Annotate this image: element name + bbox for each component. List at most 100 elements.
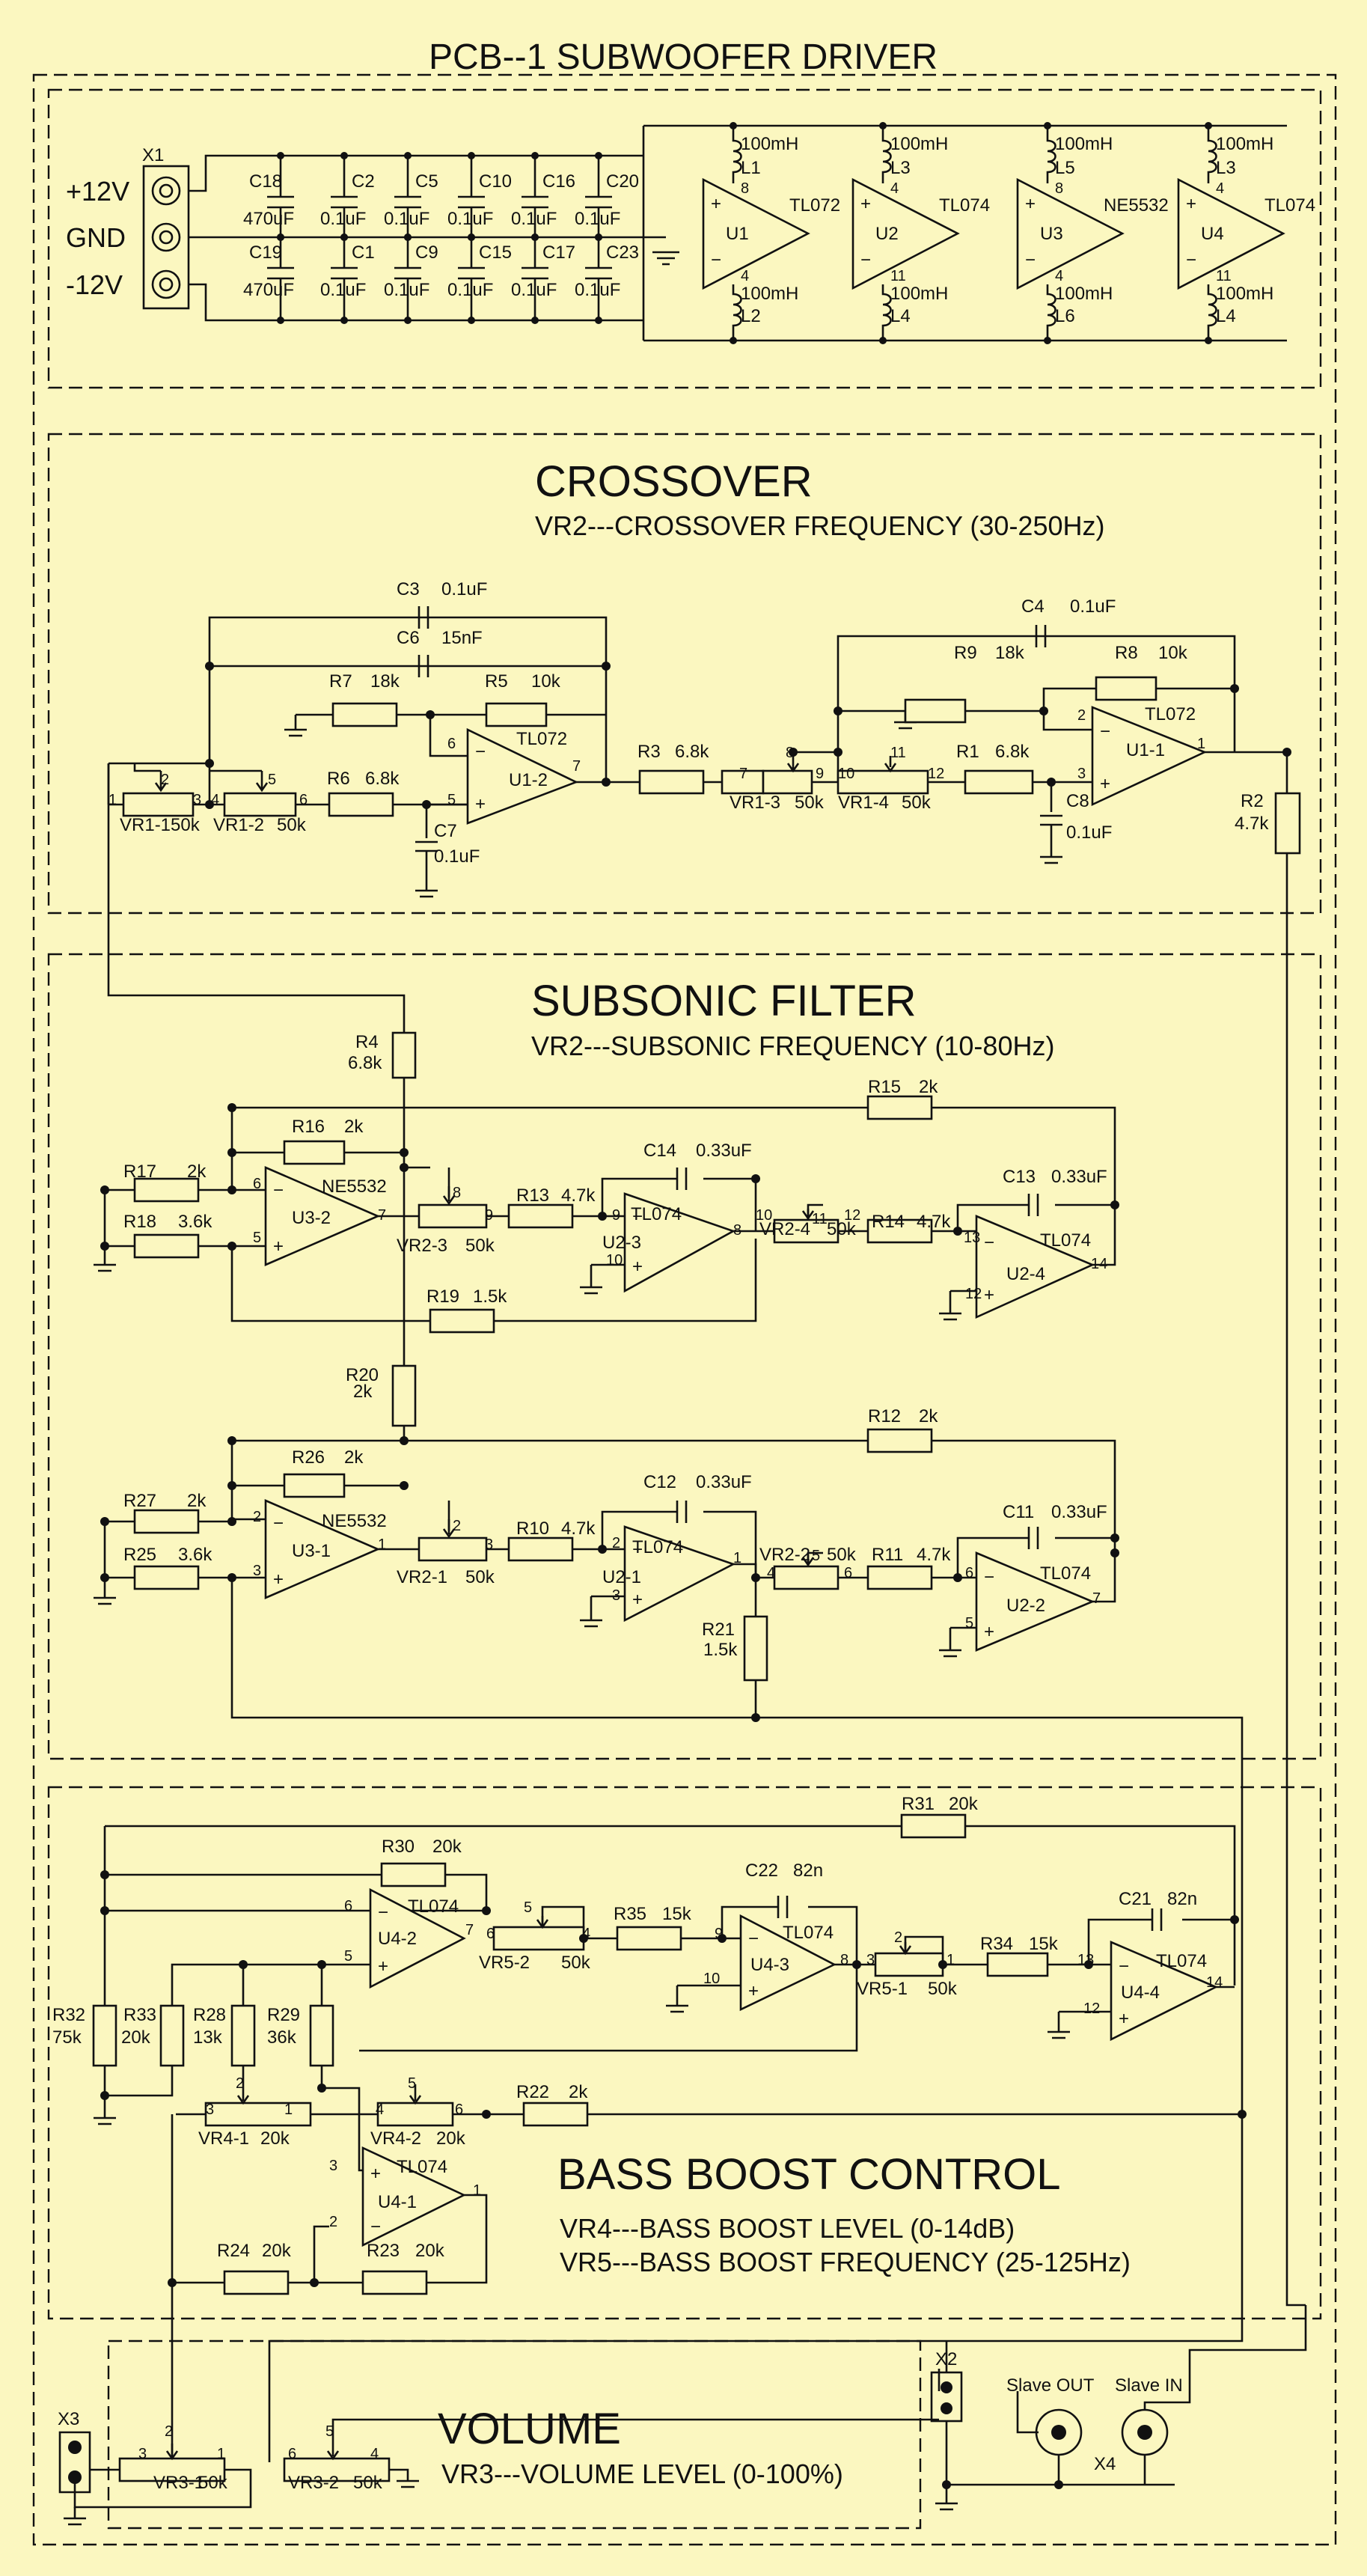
pin-number: 12 bbox=[1083, 2000, 1100, 2017]
component-label: 6.8k bbox=[995, 742, 1030, 762]
capacitor-value: 0.1uF bbox=[575, 209, 620, 229]
terminal-label-gnd: GND bbox=[66, 222, 126, 253]
component-label: 0.1uF bbox=[1070, 596, 1116, 617]
pin-number: 3 bbox=[138, 2446, 147, 2462]
component-label: 6.8k bbox=[675, 742, 709, 762]
component-label: C21 bbox=[1119, 1889, 1152, 1909]
subsonic-heading: SUBSONIC FILTER bbox=[531, 977, 917, 1025]
component-label: R30 bbox=[382, 1837, 415, 1857]
svg-text:−: − bbox=[273, 1180, 284, 1200]
pin-number: 2 bbox=[612, 1535, 620, 1551]
opamp-type: TL074 bbox=[1264, 195, 1315, 216]
component-label: 10k bbox=[1158, 643, 1188, 663]
pin-number: 5 bbox=[812, 1548, 820, 1564]
component-label: VR5-1 bbox=[857, 1979, 908, 1999]
component-label: 50k bbox=[928, 1979, 958, 1999]
pin-number: 6 bbox=[299, 792, 308, 808]
svg-text:+: + bbox=[273, 1569, 284, 1590]
svg-text:+: + bbox=[1100, 774, 1110, 794]
pin-number: 4 bbox=[767, 1565, 775, 1581]
component-label: 3.6k bbox=[178, 1212, 212, 1232]
component-label: 0.33uF bbox=[696, 1141, 752, 1161]
opamp-type: NE5532 bbox=[1104, 195, 1169, 216]
component-label: NE5532 bbox=[322, 1176, 387, 1197]
bass-boost-heading: BASS BOOST CONTROL bbox=[557, 2150, 1061, 2199]
svg-text:+: + bbox=[984, 1622, 994, 1642]
pin-number: 1 bbox=[733, 1550, 741, 1566]
pin-number: 8 bbox=[453, 1185, 461, 1201]
component-label: R2 bbox=[1241, 791, 1264, 811]
capacitor-name: C18 bbox=[249, 171, 282, 192]
component-label: 4.7k bbox=[561, 1185, 596, 1206]
capacitor-value: 0.1uF bbox=[320, 280, 366, 300]
component-label: 20k bbox=[121, 2027, 151, 2048]
pin-number: 1 bbox=[217, 2446, 225, 2462]
component-label: R27 bbox=[123, 1491, 156, 1511]
pin-number: 7 bbox=[378, 1207, 386, 1224]
inductor-value: 100mH bbox=[890, 134, 948, 154]
connector-pin-icon bbox=[68, 2441, 82, 2454]
pin-number: 10 bbox=[703, 1971, 720, 1987]
component-label: NE5532 bbox=[322, 1511, 387, 1531]
svg-text:+: + bbox=[475, 794, 486, 814]
pin-number: 13 bbox=[964, 1230, 980, 1246]
connector-pin-icon bbox=[941, 2381, 952, 2393]
connector-x3-label: X3 bbox=[58, 2409, 79, 2429]
component-label: 0.33uF bbox=[696, 1472, 752, 1492]
inductor-value: 100mH bbox=[1216, 284, 1273, 304]
component-label: R33 bbox=[123, 2005, 156, 2025]
component-label: 15k bbox=[662, 1904, 692, 1924]
component-label: U3-1 bbox=[292, 1541, 331, 1561]
component-label: 4.7k bbox=[561, 1519, 596, 1539]
pin-number: 7 bbox=[1092, 1590, 1101, 1607]
crossover-heading: CROSSOVER bbox=[535, 457, 813, 506]
pin-number: 6 bbox=[288, 2446, 296, 2462]
capacitor-value: 0.1uF bbox=[511, 209, 557, 229]
opamp-name: U3 bbox=[1040, 224, 1063, 244]
subsonic-circuit bbox=[94, 1078, 1244, 2462]
svg-text:+: + bbox=[748, 1981, 759, 2001]
slave-in-label: Slave IN bbox=[1115, 2375, 1183, 2396]
pin-number: 14 bbox=[1091, 1256, 1107, 1272]
capacitor-value: 0.1uF bbox=[447, 209, 493, 229]
svg-text:−: − bbox=[984, 1233, 994, 1253]
capacitor-c1: C10.1uF bbox=[320, 234, 375, 324]
component-label: 82n bbox=[1167, 1889, 1197, 1909]
pin-number: 10 bbox=[606, 1252, 623, 1269]
component-label: C6 bbox=[397, 628, 420, 648]
pin-number: 8 bbox=[733, 1222, 741, 1239]
svg-text:8: 8 bbox=[1055, 180, 1063, 197]
capacitor-name: C17 bbox=[542, 242, 575, 263]
component-label: R22 bbox=[516, 2082, 549, 2102]
component-label: 2k bbox=[344, 1117, 364, 1137]
component-label: 2k bbox=[344, 1447, 364, 1468]
component-label: U4-3 bbox=[750, 1955, 789, 1975]
pin-number: 5 bbox=[325, 2423, 334, 2440]
crossover-description: VR2---CROSSOVER FREQUENCY (30-250Hz) bbox=[535, 510, 1104, 541]
component-label: C4 bbox=[1021, 596, 1045, 617]
component-label: 4.7k bbox=[917, 1545, 951, 1565]
capacitor-value: 0.1uF bbox=[384, 280, 429, 300]
component-label: 0.1uF bbox=[434, 846, 480, 867]
component-label: 4.7k bbox=[917, 1212, 951, 1232]
pin-number: 3 bbox=[206, 2102, 214, 2118]
component-label: TL072 bbox=[1145, 704, 1196, 724]
pin-number: 1 bbox=[284, 2102, 293, 2118]
pin-number: 6 bbox=[253, 1176, 261, 1192]
svg-text:−: − bbox=[748, 1929, 759, 1949]
inductor-value: 100mH bbox=[1055, 134, 1113, 154]
component-label: VR2-3 bbox=[397, 1236, 447, 1256]
power-supply: +12V GND -12V X1 C18470uFC19470uFC20.1uF… bbox=[66, 122, 1315, 344]
pin-number: 1 bbox=[378, 1536, 386, 1553]
pin-number: 2 bbox=[165, 2423, 173, 2440]
pin-number: 7 bbox=[465, 1922, 474, 1938]
component-label: 10k bbox=[531, 671, 561, 692]
pin-number: 8 bbox=[840, 1952, 848, 1968]
capacitor-c9: C90.1uF bbox=[384, 234, 438, 324]
component-label: R18 bbox=[123, 1212, 156, 1232]
pin-number: 4 bbox=[582, 1926, 590, 1942]
component-label: R24 bbox=[217, 2241, 250, 2261]
component-label: 2k bbox=[919, 1406, 938, 1426]
component-label: TL074 bbox=[1040, 1563, 1091, 1584]
